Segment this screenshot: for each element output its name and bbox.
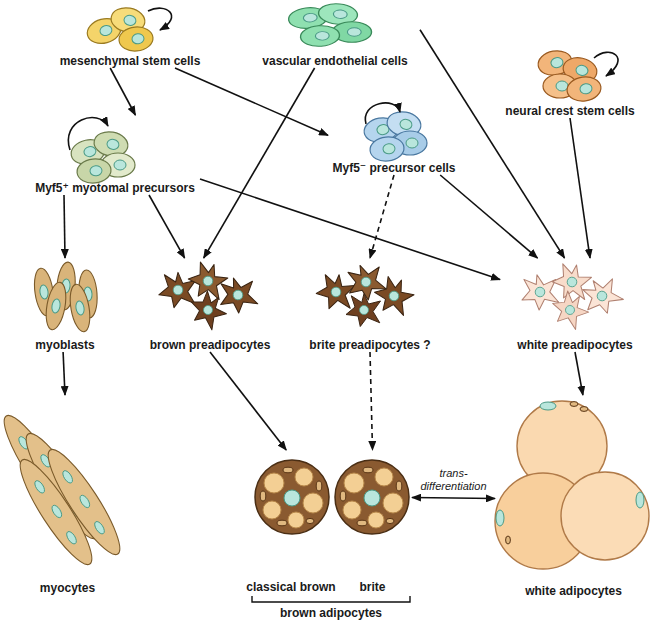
cell [565, 75, 602, 103]
preadipocyte-cells [314, 259, 417, 326]
bracket [252, 596, 410, 602]
cell-label: myoblasts [35, 338, 94, 352]
adipocyte-type: classical brown [243, 450, 339, 594]
lineage-arrow [200, 179, 500, 280]
precursor-cells [362, 109, 427, 162]
lineage-arrow [575, 352, 583, 395]
preadipocyte [369, 272, 417, 319]
myocyte [10, 452, 101, 571]
endothelial-cells [286, 2, 371, 48]
preadipocyte [159, 272, 196, 307]
cell-label: classical brown [246, 580, 335, 594]
nucleus [496, 510, 504, 526]
neural-crest-cells [536, 48, 602, 103]
stem-cell-group: mesenchymal stem cells [40, 2, 220, 68]
precursor-group: Myf5⁺ myotomal precursors [30, 115, 200, 195]
stem-cell-group: vascular endothelial cells [250, 2, 420, 68]
cell-label: white adipocytes [525, 584, 622, 598]
cell-label: neural crest stem cells [505, 104, 634, 118]
lineage-arrow [110, 68, 135, 115]
nucleus [636, 492, 644, 508]
self-renewal-arrow [68, 118, 108, 150]
cell-type: brite preadipocytes ? [305, 258, 435, 352]
cell-type: brown preadipocytes [147, 258, 274, 352]
preadipocyte [184, 286, 232, 333]
adipocyte-type: brite [333, 450, 412, 594]
adipocyte-type: white adipocytes [495, 395, 652, 598]
stem-cell-group: neural crest stem cells [495, 42, 645, 118]
lineage-arrow [412, 498, 495, 499]
lineage-arrow [370, 352, 373, 450]
myocyte-fibres [0, 408, 130, 571]
cell [118, 26, 154, 53]
precursor-cells [69, 129, 135, 184]
nucleus [540, 402, 556, 410]
self-renewal-arrow [148, 8, 172, 30]
cell-label: mesenchymal stem cells [60, 54, 201, 68]
cell-label: vascular endothelial cells [262, 54, 407, 68]
lineage-arrow [64, 195, 65, 258]
cell-type: white preadipocytes [500, 258, 650, 352]
brown-adipocyte [255, 460, 329, 534]
white-adipocyte-cells [495, 401, 649, 569]
preadipocyte [549, 260, 594, 304]
preadipocyte [215, 273, 260, 317]
lineage-arrow [204, 68, 315, 258]
mitochondrion [570, 402, 578, 407]
precursor-group: Myf5⁻ precursor cells [328, 100, 460, 175]
preadipocyte-cells [159, 258, 260, 333]
cell-label: Myf5⁺ myotomal precursors [35, 181, 195, 195]
lineage-arrow [440, 175, 537, 258]
group-label: brown adipocytes [280, 606, 382, 620]
cell-label: Myf5⁻ precursor cells [332, 161, 455, 175]
mitochondrion [580, 407, 588, 412]
lineage-arrow [149, 195, 185, 258]
white-adipocyte [561, 472, 649, 560]
preadipocyte [346, 294, 381, 327]
cell-label: brown preadipocytes [150, 338, 271, 352]
cell-label: brite preadipocytes ? [309, 338, 430, 352]
brite-adipocyte [335, 460, 409, 534]
preadipocyte-cells [518, 260, 626, 333]
lineage-arrow [370, 175, 394, 258]
self-renewal-arrow [365, 103, 400, 124]
cell-label: white preadipocytes [517, 338, 632, 352]
cell [76, 157, 112, 184]
preadipocyte [518, 272, 560, 313]
cell-label: myocytes [40, 581, 95, 595]
preadipocyte [546, 286, 593, 333]
lineage-arrow [175, 68, 328, 135]
lineage-arrow [210, 352, 286, 450]
cell [369, 135, 405, 162]
self-renewal-arrow [594, 52, 618, 76]
cell-label: brite [359, 580, 385, 594]
cell-type: myoblasts [18, 258, 112, 352]
myoblast-cells [32, 261, 99, 333]
myoblast [67, 283, 93, 333]
arrow-label: trans- differentiation [412, 467, 496, 493]
cell-type: myocytes [5, 395, 130, 595]
stem-cells [84, 5, 154, 52]
cell [299, 24, 341, 47]
lineage-arrow [420, 30, 565, 258]
mitochondrion [506, 536, 511, 544]
myoblast [43, 281, 69, 331]
lineage-arrow [63, 352, 65, 395]
lineage-arrow [570, 118, 590, 258]
